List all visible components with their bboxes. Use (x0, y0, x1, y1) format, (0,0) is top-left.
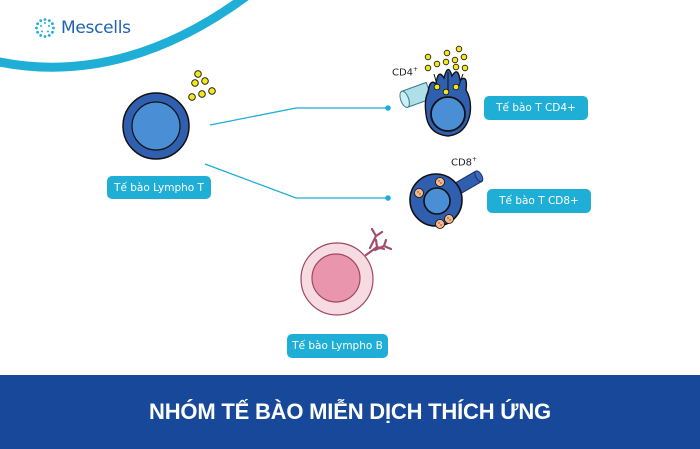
connector-to-cd8 (204, 163, 388, 199)
cd4-marker-text: CD4 (392, 67, 414, 79)
brand-logo[interactable]: Mescells (34, 17, 131, 39)
footer-banner: NHÓM TẾ BÀO MIỄN DỊCH THÍCH ỨNG (0, 375, 700, 449)
cd4-t-cell-icon (399, 45, 472, 137)
connector-dot-cd8 (385, 195, 391, 201)
cd8-marker-text: CD8 (451, 157, 473, 169)
t-lymphocyte-cell-icon (122, 70, 216, 160)
cd8-marker-sup: + (472, 156, 478, 163)
dotted-circle-logo-icon (35, 18, 55, 38)
t-lymphocyte-label[interactable]: Tế bào Lympho T (107, 176, 211, 199)
brand-name: Mescells (61, 18, 131, 38)
cd4-marker-label: CD4+ (392, 66, 418, 78)
cd4-marker-sup: + (413, 66, 419, 73)
cd8-t-cell-label[interactable]: Tế bào T CD8+ (487, 189, 591, 213)
cd8-marker-label: CD8+ (451, 156, 477, 168)
b-lymphocyte-label[interactable]: Tế bào Lympho B (287, 334, 388, 358)
b-lymphocyte-cell-icon (300, 227, 393, 316)
connector-dot-cd4 (385, 105, 391, 111)
cd8-t-cell-icon (409, 170, 484, 229)
cd4-t-cell-label[interactable]: Tế bào T CD4+ (484, 96, 588, 120)
footer-title: NHÓM TẾ BÀO MIỄN DỊCH THÍCH ỨNG (149, 399, 551, 424)
connector-to-cd4 (209, 107, 388, 126)
decorative-swoosh (0, 0, 249, 72)
